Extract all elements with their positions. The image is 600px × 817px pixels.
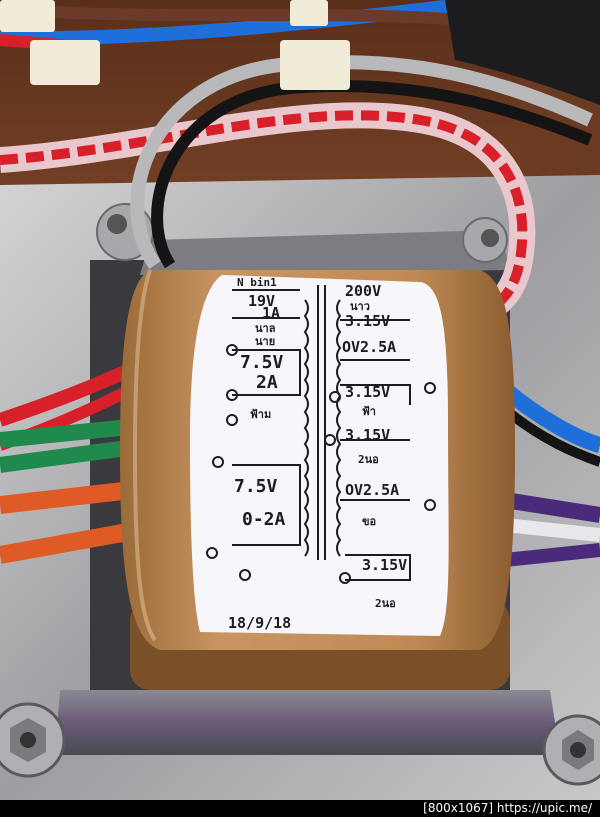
terminal-circles	[206, 344, 436, 584]
label-date: 18/9/18	[228, 614, 291, 632]
label-ov2-5a-2: OV2.5A	[345, 481, 399, 499]
wire-white-right	[504, 518, 600, 542]
cable-tie-left	[30, 40, 100, 85]
schematic-lines	[232, 285, 411, 581]
label-3-15v-4: 3.15V	[362, 556, 407, 574]
label-thai-3: ฟ้าม	[250, 408, 271, 421]
top-bracket	[140, 230, 510, 275]
nut-bottom-right	[542, 714, 600, 786]
watermark-text: [800x1067] https://upic.me/	[423, 801, 593, 815]
label-top-left: N bin1	[237, 276, 277, 289]
label-thai-r4: ขอ	[362, 515, 376, 528]
bottom-bracket	[55, 690, 560, 755]
label-2a: 2A	[256, 372, 278, 393]
cable-tie-mid	[280, 40, 350, 90]
label-200v: 200V	[345, 282, 381, 300]
label-0-2a: 0-2A	[242, 509, 286, 530]
screw-top-right	[462, 217, 508, 263]
winding-label	[190, 275, 449, 636]
watermark-bar	[0, 800, 600, 817]
label-thai-r5: 2นอ	[375, 597, 396, 610]
nut-bottom-left	[0, 702, 66, 778]
wire-brown-top	[19, 4, 461, 26]
wire-gray-loop	[130, 55, 593, 269]
label-thai-2: นาย	[255, 335, 275, 348]
label-7-5v-1: 7.5V	[240, 352, 284, 373]
label-thai-r2: ฟ้า	[362, 405, 376, 418]
label-19v: 19V	[248, 292, 275, 310]
label-ov2-5a-1: OV2.5A	[342, 338, 396, 356]
label-7-5v-2: 7.5V	[234, 476, 278, 497]
label-3-15v-3: 3.15V	[345, 426, 390, 444]
dark-object	[445, 0, 600, 105]
label-1a: 1A	[262, 304, 280, 322]
label-3-15v-2: 3.15V	[345, 383, 390, 401]
cable-tie-top-mid	[290, 0, 328, 26]
wire-purple-right-2	[504, 543, 600, 567]
label-thai-r3: 2นอ	[358, 453, 379, 466]
cable-tie-top	[0, 0, 55, 32]
label-thai-r1: นาว	[350, 300, 370, 313]
label-thai-1: นาล	[255, 322, 276, 335]
label-3-15v-1: 3.15V	[345, 312, 390, 330]
wire-purple-right-1	[503, 492, 600, 523]
